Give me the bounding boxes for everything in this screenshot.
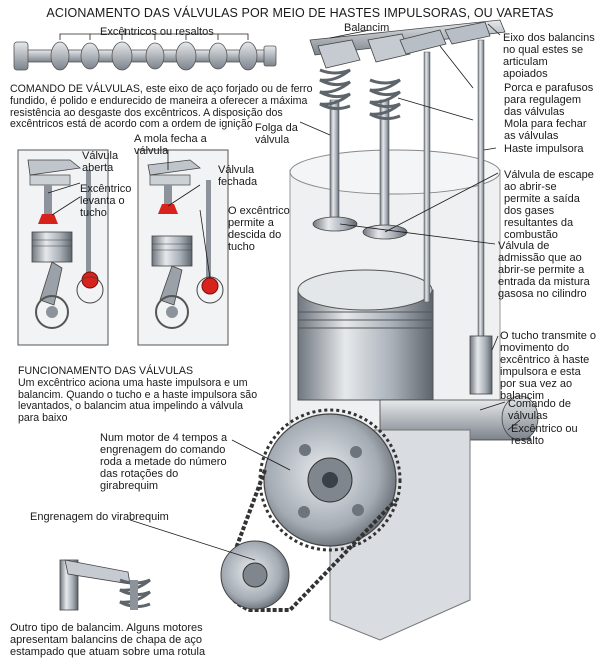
- label-motor-4-tempos: Num motor de 4 tempos a engrenagem do co…: [100, 432, 228, 492]
- label-haste: Haste impulsora: [504, 143, 584, 155]
- label-cam-allows: O excêntrico permite a descida do tucho: [228, 205, 290, 253]
- page-title: ACIONAMENTO DAS VÁLVULAS POR MEIO DE HAS…: [46, 6, 554, 20]
- camshaft-label: Excêntricos ou resaltos: [100, 26, 214, 38]
- small-engine-right: [137, 149, 229, 346]
- stamped-rocker-drawing: [59, 559, 151, 611]
- label-valve-closed: Válvula fechada: [218, 164, 258, 188]
- comando-paragraph: COMANDO DE VÁLVULAS, este eixo de aço fo…: [10, 83, 315, 131]
- label-admissao: Válvula de admissão que ao abrir-se perm…: [498, 240, 590, 300]
- label-balancim: Balancim: [344, 22, 390, 34]
- label-outro-tipo-balancim: Outro tipo de balancim. Alguns motores a…: [10, 622, 206, 658]
- label-eixo-balancins: Eixo dos balancins no qual estes se arti…: [503, 32, 595, 80]
- main-engine-drawing: [220, 19, 539, 641]
- label-mola: Mola para fechar as válvulas: [504, 118, 587, 142]
- label-valve-open: Válvula aberta: [82, 150, 119, 174]
- camshaft-drawing: [13, 33, 277, 71]
- label-comando-valvulas: Comando de válvulas: [508, 398, 571, 422]
- label-engrenagem-virabrequim: Engrenagem do virabrequim: [30, 511, 169, 523]
- label-excentrico: Excêntrico ou resalto: [511, 423, 578, 447]
- small-engine-left: [17, 149, 109, 346]
- label-folga: Folga da válvula: [255, 122, 298, 146]
- comando-heading: COMANDO DE VÁLVULAS,: [10, 83, 143, 95]
- funcionamento-paragraph: FUNCIONAMENTO DAS VÁLVULAS Um excêntrico…: [18, 365, 258, 425]
- label-porca: Porca e parafusos para regulagem das vál…: [504, 82, 594, 118]
- label-escape: Válvula de escape ao abrir-se permite a …: [504, 169, 594, 241]
- label-spring-closes: A mola fecha a válvula: [134, 133, 207, 157]
- funcionamento-heading: FUNCIONAMENTO DAS VÁLVULAS: [18, 365, 194, 377]
- leader-lines: [47, 23, 521, 561]
- funcionamento-body: Um excêntrico aciona uma haste impulsora…: [18, 376, 258, 425]
- comando-body: este eixo de aço forjado ou de ferro fun…: [10, 83, 313, 131]
- label-tucho: O tucho transmite o movimento do excêntr…: [500, 330, 596, 402]
- label-cam-lifts: Excêntrico levanta o tucho: [80, 183, 132, 219]
